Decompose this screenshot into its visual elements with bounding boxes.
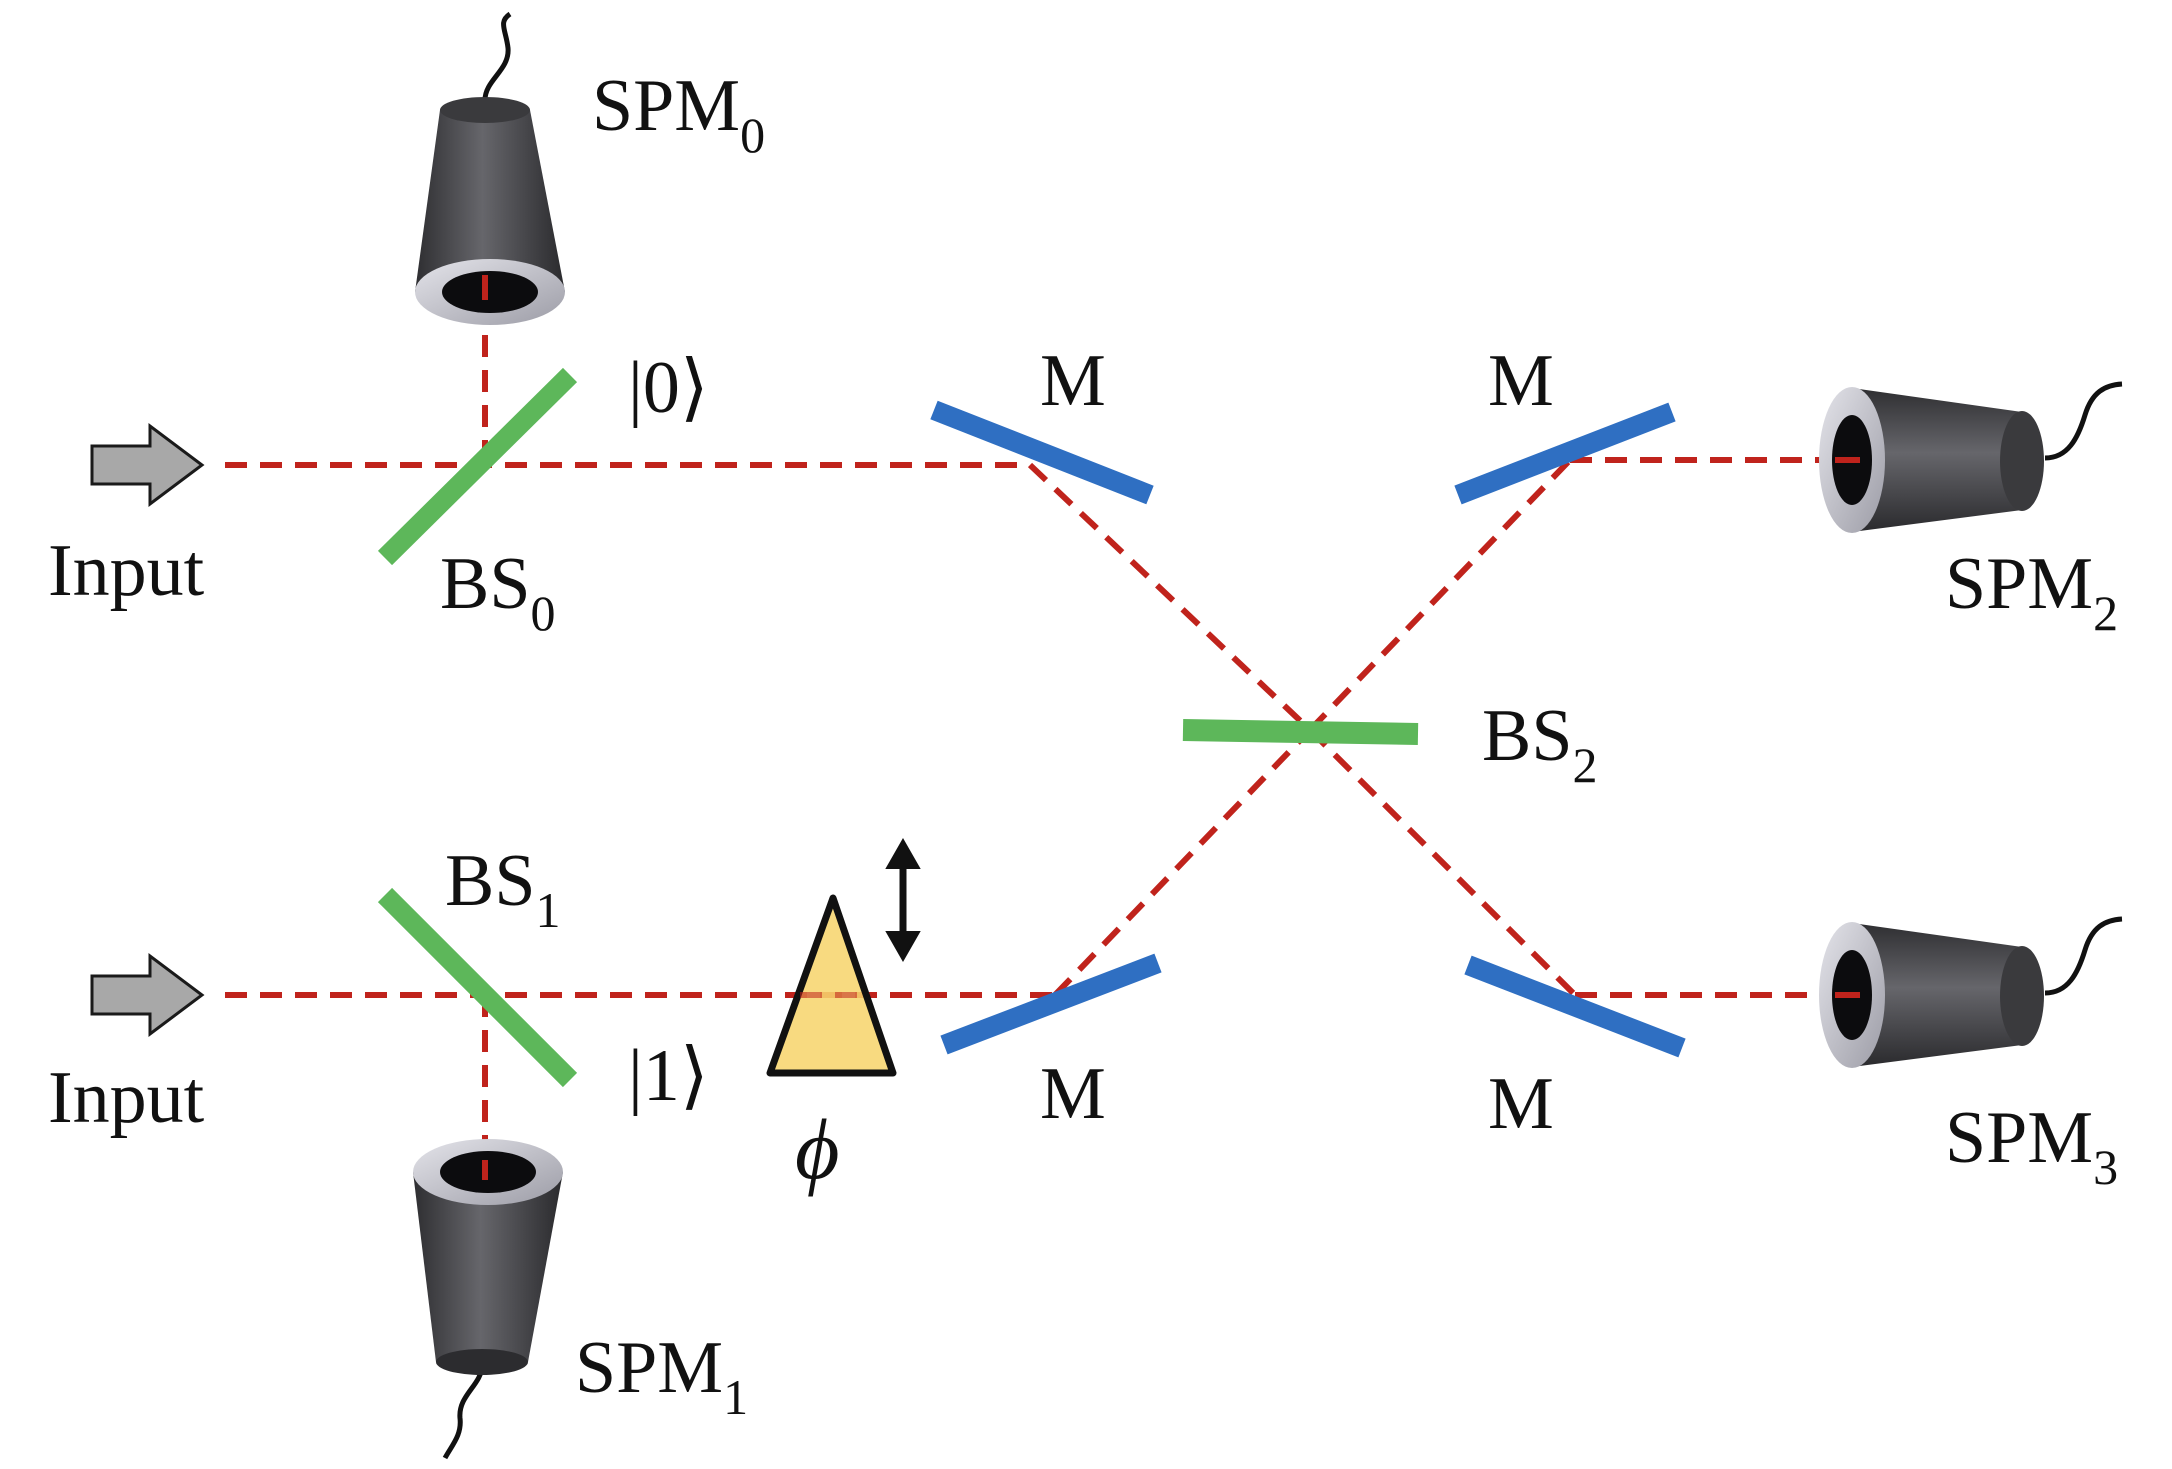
mirror-bottom-left [940, 953, 1162, 1055]
input-arrow-top-icon [90, 423, 205, 507]
mirror-top-left [930, 400, 1154, 505]
bs2-label: BS2 [1482, 695, 1598, 793]
detector-cable-icon [482, 11, 512, 101]
detector-cable-icon [2044, 916, 2123, 996]
beam-splitter-bs0 [377, 367, 578, 566]
input-label-top: Input [48, 530, 205, 612]
beam-splitter-bs1 [377, 887, 578, 1088]
spm3-label: SPM3 [1945, 1097, 2118, 1195]
mirror-label-top-left: M [1040, 340, 1106, 422]
phase-shifter [766, 837, 921, 1077]
beam-tl-to-bs2 [1027, 462, 1313, 733]
spm1-label: SPM1 [575, 1327, 748, 1425]
beam-bl-to-bs2 [1052, 727, 1313, 998]
mirror-label-bottom-right: M [1488, 1063, 1554, 1145]
beam-splitter-bs2 [1182, 719, 1419, 745]
input-label-bottom: Input [48, 1057, 205, 1139]
bs1-label: BS1 [445, 840, 561, 938]
detector-cable-icon [2044, 381, 2123, 461]
spm2-label: SPM2 [1945, 543, 2118, 641]
detector-cable-icon [442, 1364, 485, 1460]
mirror-bottom-right [1464, 955, 1686, 1058]
detector-spm1 [413, 1139, 563, 1460]
beam-bs2-to-tr [1307, 457, 1573, 733]
beam-paths [225, 300, 1845, 1170]
vertical-arrow-icon [885, 837, 921, 963]
detector-spm0 [415, 11, 565, 325]
detector-spm2 [1819, 381, 2123, 533]
ket-zero-label: |0⟩ [628, 347, 709, 429]
ket-one-label: |1⟩ [628, 1035, 709, 1117]
phase-prism-icon [766, 894, 897, 1077]
bs0-label: BS0 [440, 543, 556, 641]
mirror-top-right [1454, 402, 1676, 505]
input-arrow-bottom-icon [90, 953, 205, 1037]
phase-label: ϕ [795, 1101, 840, 1197]
spm0-label: SPM0 [592, 65, 765, 163]
mirror-label-top-right: M [1488, 340, 1554, 422]
detector-spm3 [1819, 916, 2123, 1068]
beam-bs2-to-br [1307, 727, 1578, 998]
mirror-label-bottom-left: M [1040, 1053, 1106, 1135]
